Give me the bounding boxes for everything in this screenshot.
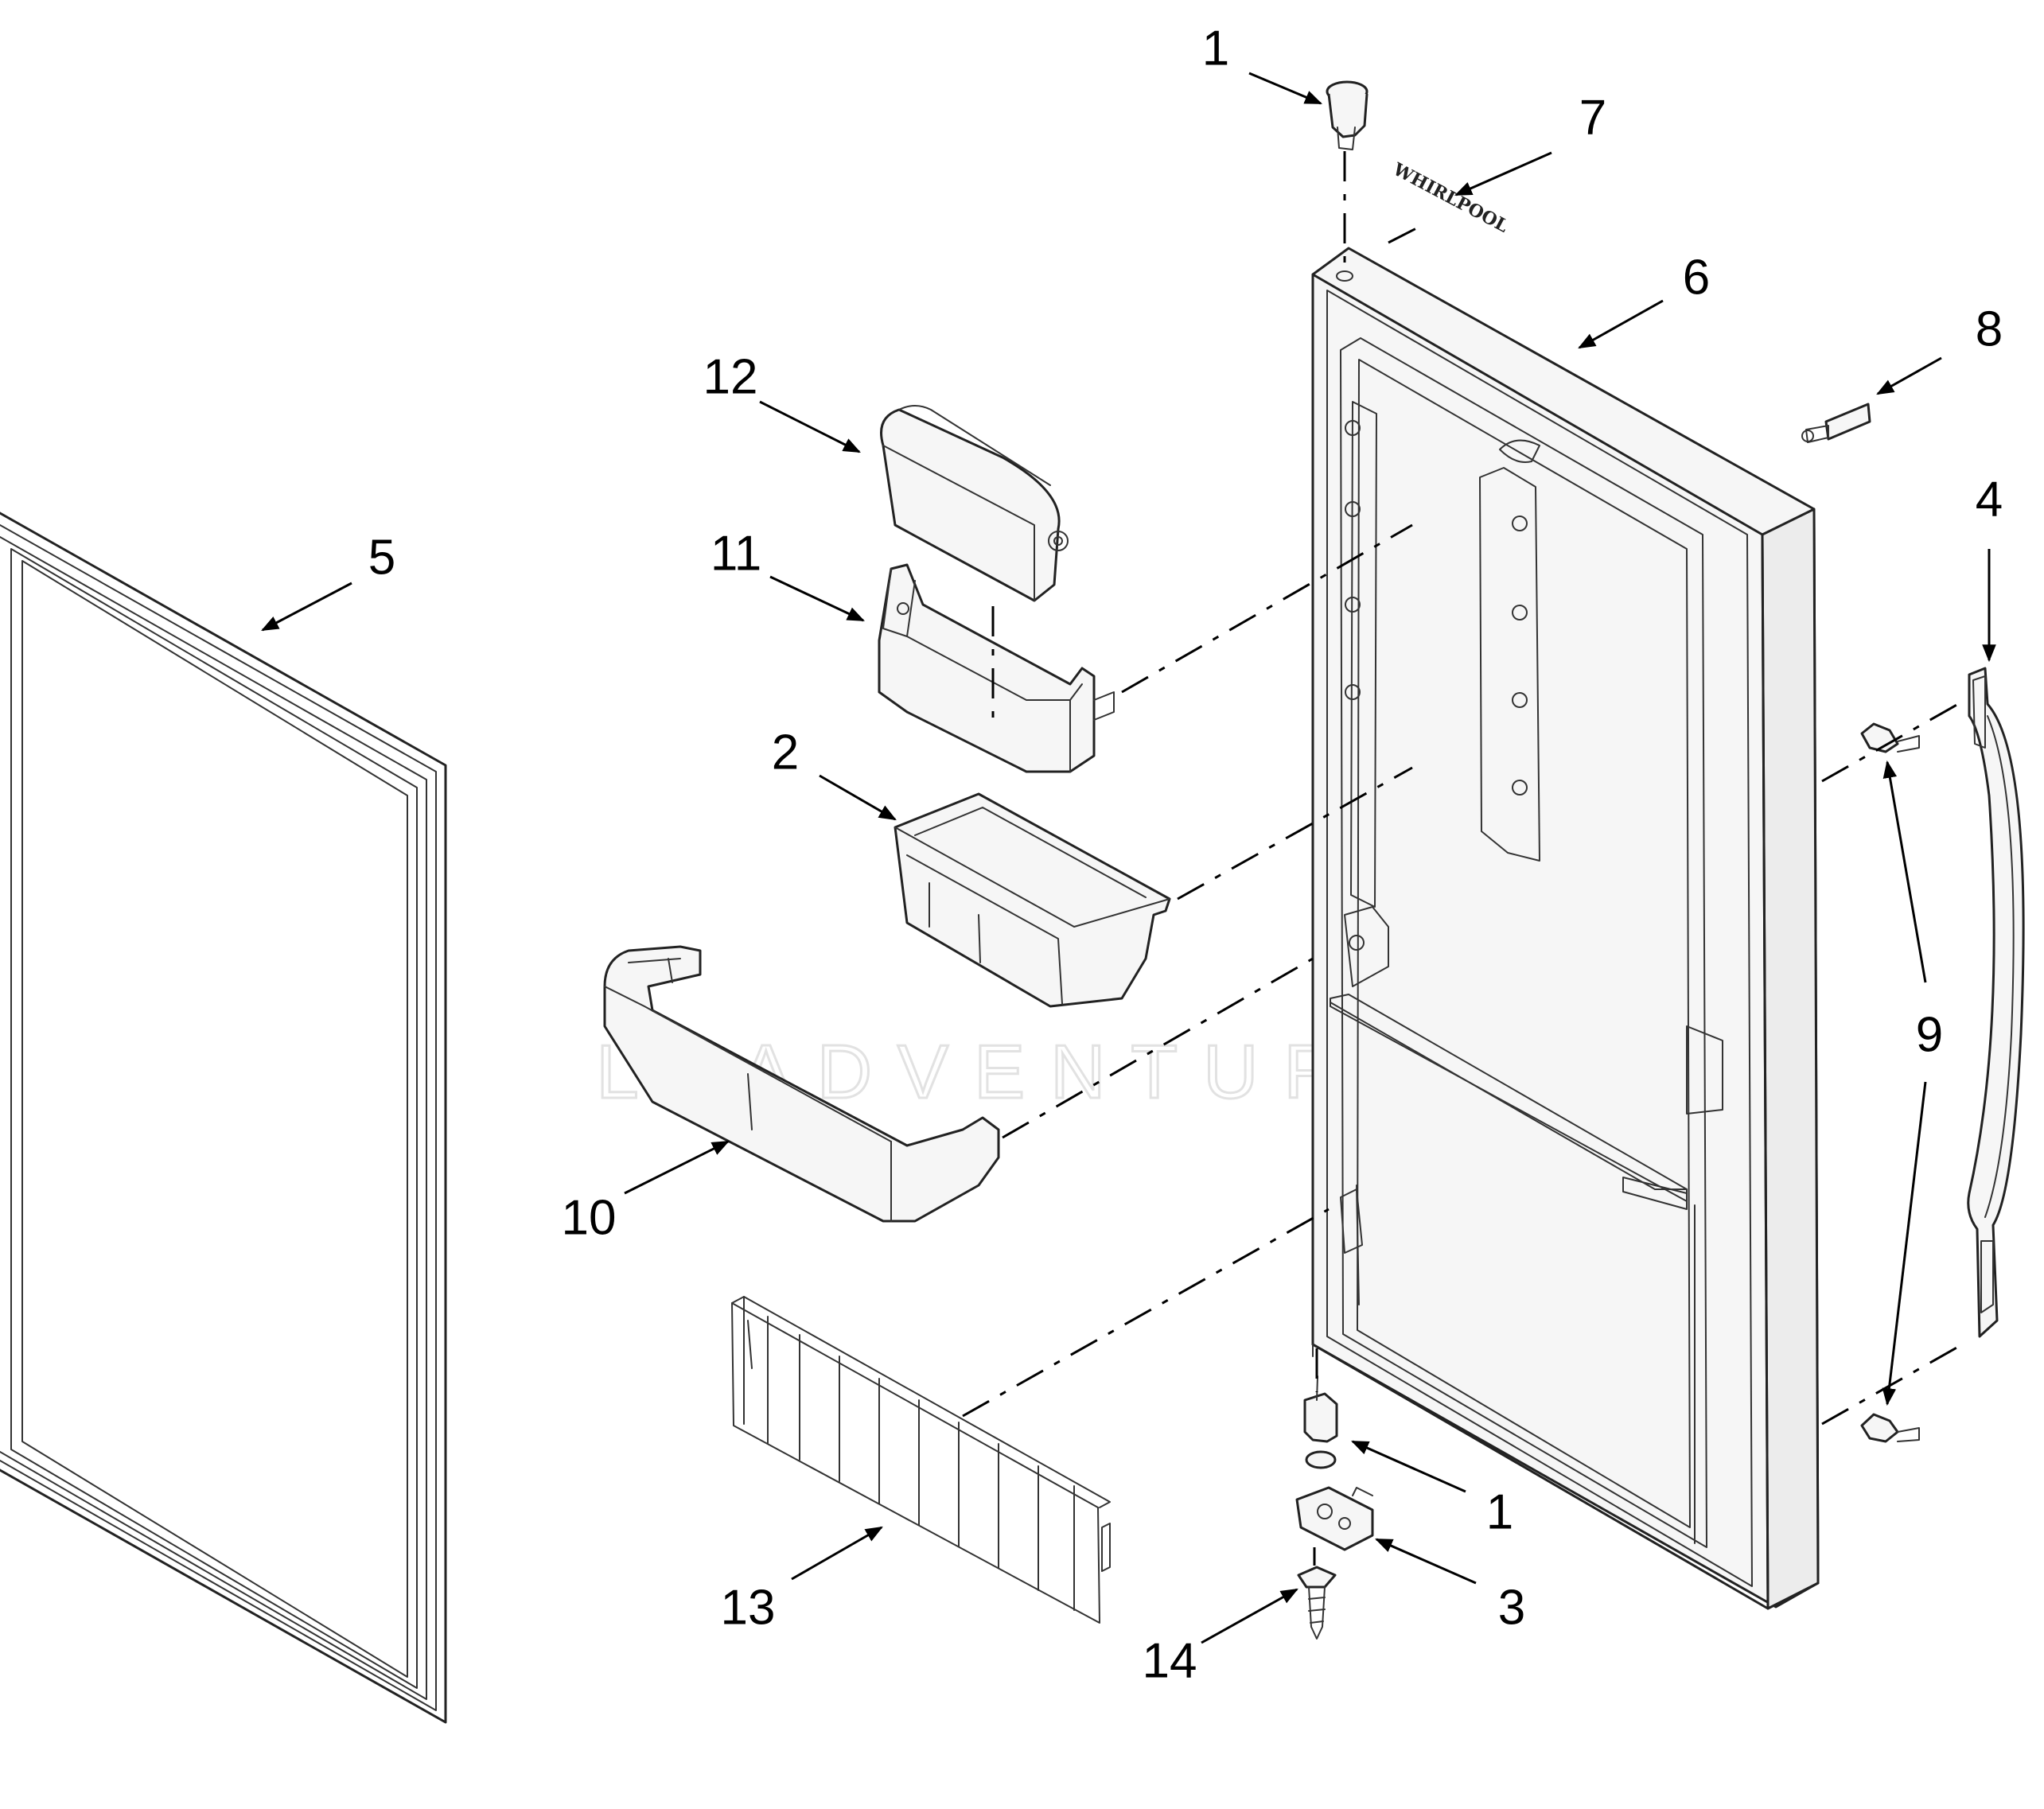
callout-2: 2 bbox=[772, 725, 799, 780]
wire-shelf-divider bbox=[731, 1296, 1111, 1624]
callout-4: 4 bbox=[1976, 472, 2003, 527]
callout-10: 10 bbox=[562, 1190, 617, 1245]
refrigerator-door bbox=[1311, 247, 1820, 1610]
callout-8: 8 bbox=[1976, 302, 2003, 356]
dash-door-bin bbox=[1177, 766, 1413, 901]
dash-nameplate bbox=[1388, 223, 1425, 244]
callout-6: 6 bbox=[1683, 250, 1710, 305]
callout-12: 12 bbox=[703, 349, 758, 404]
handle-screw-upper bbox=[1860, 722, 1920, 753]
dash-screw-lower bbox=[1821, 1341, 1966, 1426]
callout-5: 5 bbox=[368, 530, 395, 585]
door-handle bbox=[1967, 667, 2025, 1338]
dairy-bin bbox=[878, 563, 1115, 773]
nameplate-decal: WHIRLPOOL bbox=[1389, 158, 1512, 236]
door-bin bbox=[894, 792, 1171, 1008]
dairy-bin-cover bbox=[880, 405, 1069, 602]
dash-screw-upper bbox=[1821, 698, 1966, 783]
callout-11: 11 bbox=[711, 526, 761, 581]
callout-3: 3 bbox=[1498, 1580, 1525, 1635]
dash-dairy-bin bbox=[1121, 523, 1413, 694]
bottom-hinge bbox=[1295, 1486, 1374, 1551]
callout-14: 14 bbox=[1143, 1633, 1197, 1688]
hinge-pin-bracket bbox=[1801, 403, 1871, 443]
callout-13: 13 bbox=[721, 1580, 776, 1635]
handle-screw-lower bbox=[1860, 1413, 1920, 1443]
shelf-retainer-bar bbox=[603, 945, 1000, 1223]
hinge-screw bbox=[1297, 1566, 1337, 1640]
callout-1-top: 1 bbox=[1202, 21, 1229, 76]
dash-wire-divider bbox=[962, 1208, 1330, 1418]
nameplate-text: WHIRLPOOL bbox=[1389, 158, 1512, 236]
door-gasket bbox=[0, 512, 447, 1724]
callout-1-bottom: 1 bbox=[1486, 1484, 1513, 1539]
hinge-bushing-bottom bbox=[1303, 1375, 1338, 1469]
hinge-bushing-top bbox=[1326, 80, 1369, 150]
callout-9: 9 bbox=[1916, 1007, 1943, 1062]
callout-7: 7 bbox=[1579, 90, 1606, 145]
